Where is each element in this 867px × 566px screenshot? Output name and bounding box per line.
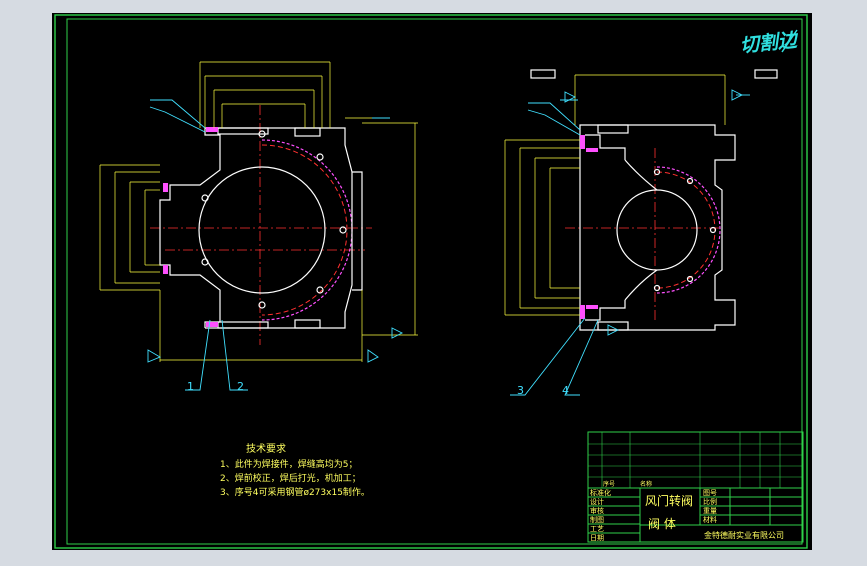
field-label: 图号: [703, 489, 717, 497]
field-label: 重量: [703, 507, 717, 515]
company-name: 金特德耐实业有限公司: [704, 530, 784, 540]
centerlines-side: [565, 148, 720, 320]
signature-stroke: [781, 29, 798, 53]
weld-marks-side: [580, 135, 598, 319]
part-balloons: 1 2 3 4: [187, 380, 569, 397]
drawing-border: [66, 18, 803, 545]
role-label: 工艺: [590, 525, 604, 533]
bolt-holes: [201, 130, 347, 309]
tech-req-heading: 技术要求: [246, 442, 286, 455]
balloon-1: 1: [187, 380, 194, 393]
bom-header: 名称: [640, 480, 652, 488]
balloon-2: 2: [237, 380, 244, 393]
bom-header: 序号: [603, 480, 615, 488]
role-label: 设计: [590, 497, 604, 506]
balloon-3: 3: [517, 384, 524, 397]
tech-req-item-1: 1、此件为焊接件，焊缝高均为5；: [220, 458, 357, 470]
title-grid: [588, 487, 803, 542]
drawing-frame: [54, 14, 808, 549]
balloon-4: 4: [562, 384, 569, 397]
part-name: 阀 体: [648, 517, 676, 531]
technical-requirements: 技术要求 1、此件为焊接件，焊缝高均为5； 2、焊前校正，焊后打光，机加工； 3…: [220, 442, 370, 498]
field-label: 比例: [703, 497, 717, 506]
leaders-front: [149, 99, 390, 391]
dimensions-side: [504, 74, 726, 316]
drawing-sheet: [52, 13, 812, 550]
side-body-outline: [579, 124, 736, 331]
tolerance-frames: [530, 69, 778, 79]
bolt-circle: [261, 144, 348, 316]
side-view: [504, 69, 778, 396]
tech-req-item-3: 3、序号4可采用钢管ø273x15制作。: [220, 486, 370, 498]
weld-marks-front: [163, 127, 218, 327]
field-label: 材料: [703, 515, 717, 524]
role-label: 审核: [590, 506, 604, 515]
dimensions-front: [99, 61, 418, 362]
title-block: 标准化 设计 审核 制图 工艺 日期 序号 名称 图号 比例 重量 材料 风门转…: [587, 431, 804, 543]
side-bolt-holes: [653, 168, 717, 292]
role-label: 日期: [590, 534, 604, 542]
role-label: 制图: [590, 515, 604, 524]
front-view: [99, 61, 418, 391]
datum-marks-front: [147, 327, 404, 363]
drawing-title: 风门转阀: [645, 493, 693, 508]
centerlines-front: [150, 105, 372, 345]
role-label: 标准化: [590, 488, 611, 497]
tech-req-item-2: 2、焊前校正，焊后打光，机加工；: [220, 472, 361, 484]
datum-marks-side: [564, 89, 744, 336]
bore-circle: [198, 166, 326, 294]
body-outline: [159, 127, 363, 329]
